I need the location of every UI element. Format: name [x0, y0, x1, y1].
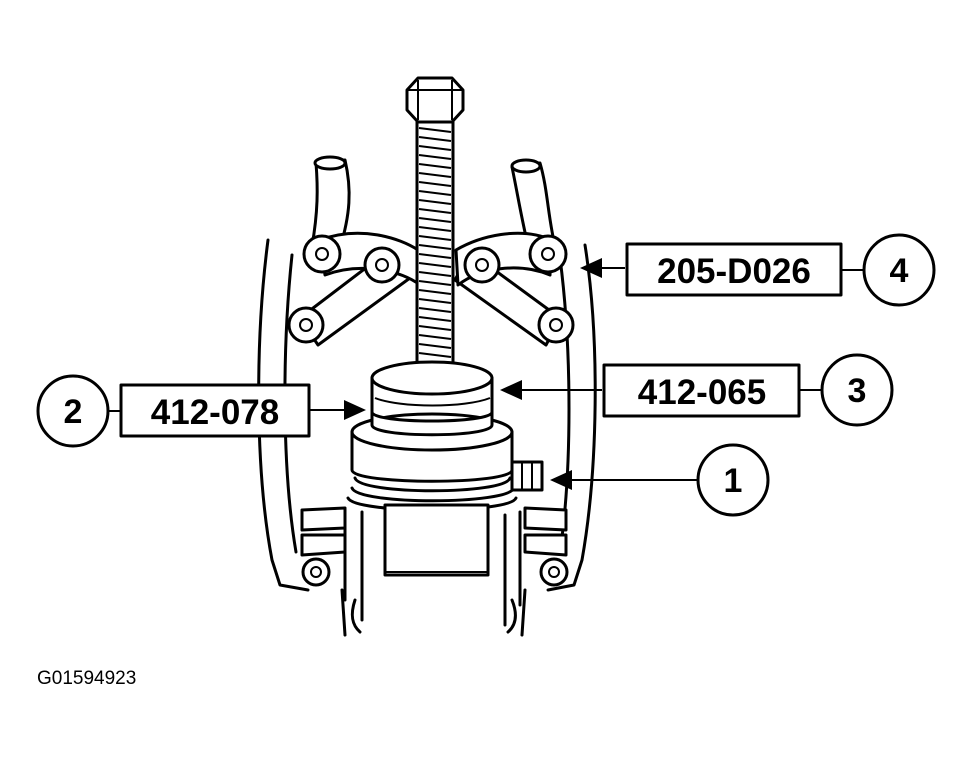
thread-line — [418, 280, 452, 286]
thread-line — [418, 343, 452, 349]
thread-line — [418, 316, 452, 322]
thread-line — [418, 307, 452, 313]
adapter-412-078 — [350, 410, 514, 483]
callout-1: 1 — [696, 443, 770, 517]
thread-line — [418, 181, 452, 187]
puller-yoke — [287, 231, 575, 347]
thread-line — [418, 217, 452, 223]
callout-2-number: 2 — [64, 393, 83, 431]
callout-2-tool-label: 412-078 — [151, 393, 279, 432]
thread-line — [418, 163, 452, 169]
thread-line — [418, 289, 452, 295]
puller-legs — [310, 155, 558, 256]
thread-line — [418, 127, 452, 133]
callout-1-number: 1 — [724, 462, 743, 500]
thread-line — [418, 190, 452, 196]
callout-2: 2 412-078 — [36, 374, 311, 448]
callout-3: 412-065 3 — [602, 353, 894, 427]
thread-line — [418, 154, 452, 160]
callout-4-number: 4 — [890, 252, 909, 290]
thread-line — [418, 199, 452, 205]
thread-line — [418, 172, 452, 178]
thread-line — [418, 208, 452, 214]
callout-arrows — [310, 258, 697, 490]
thread-line — [418, 334, 452, 340]
thread-line — [418, 235, 452, 241]
thread-line — [418, 145, 452, 151]
thread-line — [418, 262, 452, 268]
thread-line — [418, 325, 452, 331]
lower-body — [300, 503, 569, 637]
thread-line — [418, 298, 452, 304]
thread-line — [418, 226, 452, 232]
thread-line — [418, 136, 452, 142]
callout-3-number: 3 — [848, 372, 867, 410]
figure-id: G01594923 — [37, 668, 136, 689]
thread-line — [418, 253, 452, 259]
callout-3-tool-label: 412-065 — [638, 373, 766, 412]
thread-line — [418, 352, 452, 358]
callout-4-tool-label: 205-D026 — [657, 252, 811, 291]
callout-4: 205-D026 4 — [625, 233, 936, 307]
screw-threads — [418, 127, 452, 376]
forcing-screw — [405, 76, 465, 382]
thread-line — [418, 244, 452, 250]
thread-line — [418, 271, 452, 277]
